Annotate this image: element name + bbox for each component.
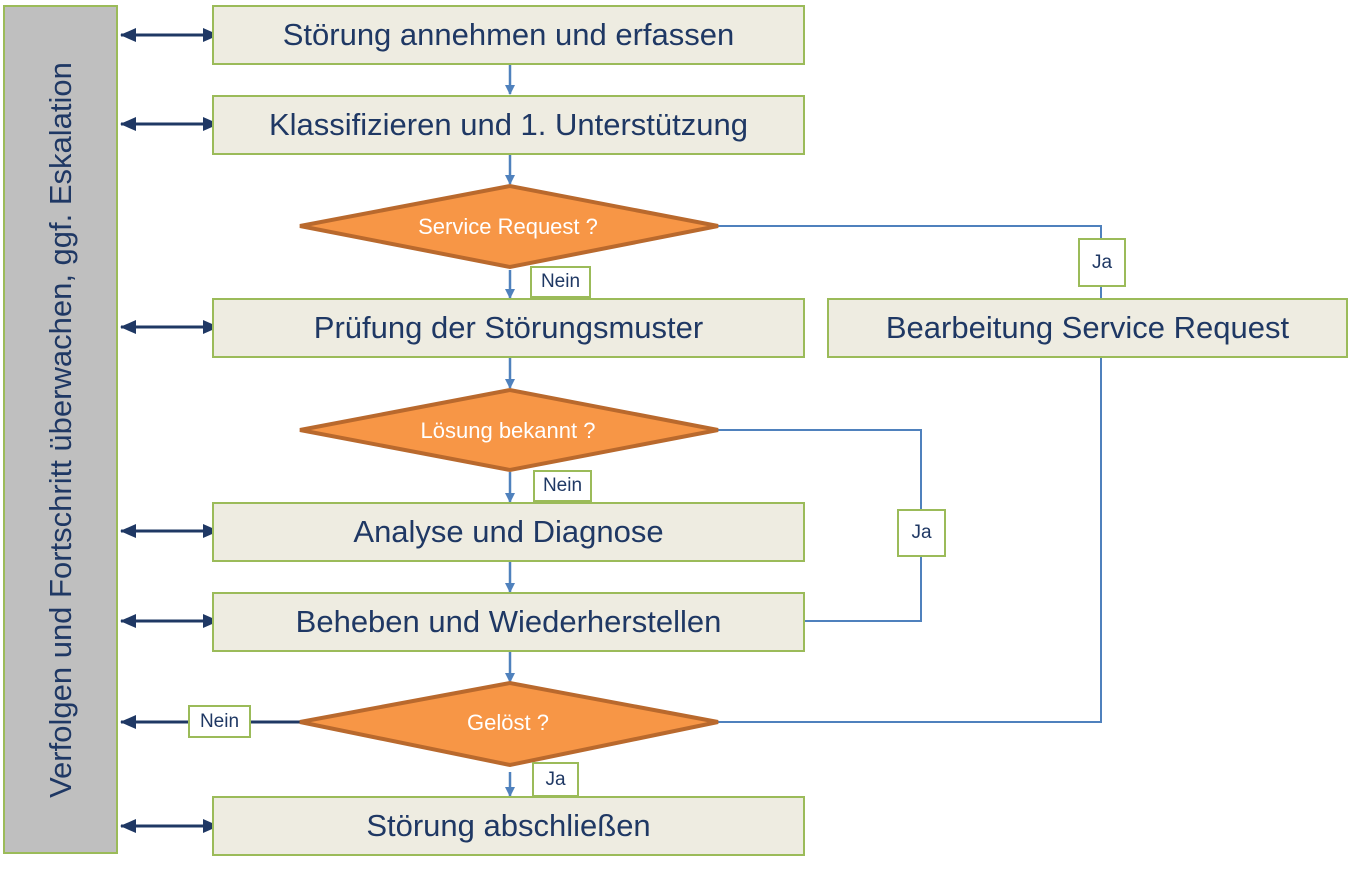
edge-label-nein: Nein (530, 266, 591, 298)
decision-label: Service Request ? (418, 214, 598, 239)
step-label: Störung annehmen und erfassen (282, 17, 735, 52)
step-pruefung[interactable]: Prüfung der Störungsmuster (212, 298, 805, 358)
decision-geloest (299, 680, 719, 768)
step-abschliessen[interactable]: Störung abschließen (212, 796, 805, 856)
step-label: Klassifizieren und 1. Unterstützung (268, 107, 749, 142)
edge-label-nein: Nein (188, 705, 251, 738)
connector-service-request-return (718, 358, 1102, 723)
decision-service-request (299, 183, 719, 270)
step-beheben[interactable]: Beheben und Wiederherstellen (212, 592, 805, 652)
sidebar-label: Verfolgen und Fortschritt überwachen, gg… (42, 61, 78, 798)
step-service-request[interactable]: Bearbeitung Service Request (827, 298, 1348, 358)
escalation-sidebar: Verfolgen und Fortschritt überwachen, gg… (3, 5, 118, 854)
step-analyse[interactable]: Analyse und Diagnose (212, 502, 805, 562)
edge-label-ja: Ja (897, 509, 946, 557)
step-label: Beheben und Wiederherstellen (295, 604, 722, 639)
step-label: Analyse und Diagnose (353, 514, 664, 549)
decision-loesung-bekannt (299, 387, 719, 473)
decision-label: Lösung bekannt ? (420, 418, 596, 443)
edge-label-ja: Ja (532, 762, 579, 797)
edge-label-ja: Ja (1078, 238, 1126, 287)
step-label: Bearbeitung Service Request (885, 310, 1290, 345)
step-klassifizieren[interactable]: Klassifizieren und 1. Unterstützung (212, 95, 805, 155)
edge-label-nein: Nein (533, 470, 592, 502)
step-label: Störung abschließen (366, 808, 651, 843)
step-stoerung-annehmen[interactable]: Störung annehmen und erfassen (212, 5, 805, 65)
decision-label: Gelöst ? (467, 710, 549, 735)
connector-service-request-ja (718, 225, 1102, 298)
step-label: Prüfung der Störungsmuster (313, 310, 704, 345)
